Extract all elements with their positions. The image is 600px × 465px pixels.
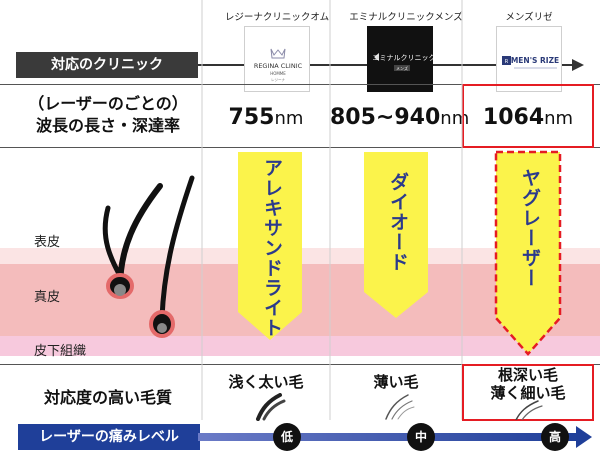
wavelength-755: 755nm [202,105,330,130]
highlight-box-hair [462,364,594,421]
hair-quality-row-label: 対応度の高い毛質 [43,388,172,407]
hair-follicle-illustration [102,175,195,338]
pain-level-medium: 中 [407,423,435,451]
wavelength-label-line-1: （レーザーのごとの） [28,94,188,113]
clinic-name-eminal: エミナルクリニックメンズ [349,12,463,23]
beam-yag [494,150,562,356]
wavelength-value-2: 805~940 [330,105,441,130]
pain-level-bar [18,424,200,450]
wavelength-value-3: 1064 [482,105,545,130]
eminal-clinic-logo: エミナルクリニック メンズ [367,26,436,92]
divider-hair [0,364,600,365]
subcutaneous-band [0,336,600,356]
highlight-box-wavelength [462,84,594,148]
layer-label-subcutaneous: 皮下組織 [34,344,87,359]
mens-rize-logo: R MEN'S RIZE [496,26,562,92]
pain-level-arrowhead [576,426,592,448]
hair-type-yag: 根深い毛 薄く細い毛 [462,366,594,402]
pain-level-high: 高 [541,423,569,451]
hair-type-yag-line-2: 薄く細い毛 [490,384,566,402]
hair-type-diode: 薄い毛 [373,373,419,391]
beam-diode [364,152,428,318]
layer-label-epidermis: 表皮 [34,235,61,250]
pain-level-low: 低 [273,423,301,451]
regina-logo-line-3: レジーナ [271,77,285,82]
eminal-logo-line-2: メンズ [396,65,408,71]
wavelength-unit-1: nm [274,108,304,129]
laser-type-yag: ヤグレーザー [519,168,541,288]
regina-logo-line-1: REGINA CLINIC [254,62,303,70]
wavelength-unit-3: nm [544,108,574,129]
pain-level-arrow-line [198,433,578,441]
clinic-name-rize: メンズリゼ [505,12,553,23]
laser-type-alexandrite: アレキサンドライト [261,158,283,338]
regina-logo-line-2: HOMME [270,71,286,76]
clinic-row-bar [16,52,198,78]
thin-hair-icon [385,394,415,420]
wavelength-value-1: 755 [228,105,275,130]
deep-fine-hair-icon [515,400,543,420]
clinic-axis-arrowhead [572,59,584,71]
svg-text:R: R [505,59,509,65]
regina-clinic-logo: REGINA CLINIC HOMME レジーナ [244,26,310,92]
laser-type-diode: ダイオード [387,172,409,272]
wavelength-1064: 1064nm [462,105,594,130]
clinic-row-label: 対応のクリニック [51,57,163,73]
eminal-logo-line-1: エミナルクリニック [373,54,435,62]
wavelength-row-label: （レーザーのごとの） 波長の長さ・深達率 [8,93,208,137]
hair-type-alexandrite: 浅く太い毛 [228,373,304,391]
clinic-name-regina: レジーナクリニックオム [224,12,330,23]
pain-level-label: レーザーの痛みレベル [39,429,179,445]
rize-logo-text: MEN'S RIZE [511,56,559,65]
thick-hair-icon [256,393,286,421]
divider-wavelength [0,147,600,148]
hair-type-yag-line-1: 根深い毛 [497,366,558,384]
wavelength-label-line-2: 波長の長さ・深達率 [35,116,180,135]
layer-label-dermis: 真皮 [34,290,61,305]
divider-top [0,84,600,85]
beam-alexandrite [238,152,302,340]
